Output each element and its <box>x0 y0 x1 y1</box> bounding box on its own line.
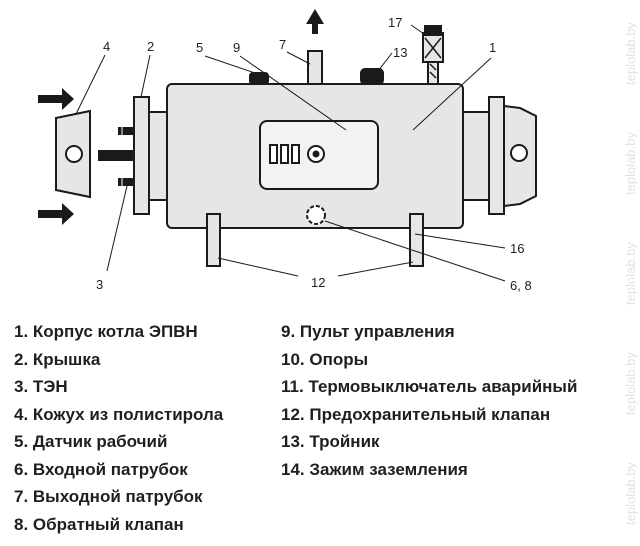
callout-13: 13 <box>393 45 407 60</box>
indicator-1 <box>269 144 278 164</box>
watermark-text: teplolab.by <box>623 462 638 525</box>
sensor-cap <box>249 72 269 85</box>
legend-item: 13. Тройник <box>281 432 380 451</box>
right-housing-hole <box>510 144 528 162</box>
boiler-diagram: 1 2 3 4 5 6, 8 7 9 12 13 16 17 <box>38 9 537 293</box>
callout-16: 16 <box>510 241 524 256</box>
legend-item: 2. Крышка <box>14 349 101 369</box>
callout-3: 3 <box>96 277 103 292</box>
legend-left: 1. Корпус котла ЭПВН 2. Крышка 3. ТЭН 4.… <box>14 318 276 538</box>
indicator-2 <box>280 144 289 164</box>
outlet-pipe <box>307 50 323 85</box>
watermark-text: teplolab.by <box>623 352 638 415</box>
legend-right: 9. Пульт управления 10. Опоры 11. Термов… <box>281 318 636 483</box>
arrow-in-top-icon <box>38 88 74 110</box>
callout-12: 12 <box>311 275 325 290</box>
callout-6-8: 6, 8 <box>510 278 532 293</box>
left-flange <box>133 96 150 215</box>
watermark-text: teplolab.by <box>623 132 638 195</box>
callout-7: 7 <box>279 37 286 52</box>
legend-item: 14. Зажим заземления <box>281 459 468 479</box>
clamp-neck <box>427 61 439 85</box>
inlet-fitting <box>306 205 326 225</box>
callout-1: 1 <box>489 40 496 55</box>
watermark-text: teplolab.by <box>623 22 638 85</box>
legend-item: 3. ТЭН <box>14 377 68 396</box>
watermark-text: teplolab.by <box>623 242 638 305</box>
right-neck <box>462 111 490 201</box>
clamp-top <box>424 25 442 36</box>
heating-element <box>98 150 134 161</box>
bolt-bottom <box>118 178 134 186</box>
legend-item: 1. Корпус котла ЭПВН <box>14 322 198 341</box>
legend-item: 8. Обратный клапан <box>14 514 184 534</box>
tee-cap <box>360 68 384 85</box>
callout-4: 4 <box>103 39 110 54</box>
legend-item: 9. Пульт управления <box>281 322 455 341</box>
arrow-out-icon <box>306 9 324 34</box>
callout-9: 9 <box>233 40 240 55</box>
legend-item: 6. Входной патрубок <box>14 459 188 479</box>
callout-17: 17 <box>388 15 402 30</box>
support-left <box>206 213 221 267</box>
support-right <box>409 213 424 267</box>
bolt-top <box>118 127 134 135</box>
right-flange <box>488 96 505 215</box>
legend-item: 11. Термовыключатель аварийный <box>281 377 578 396</box>
callout-2: 2 <box>147 39 154 54</box>
indicator-3 <box>291 144 300 164</box>
legend-item: 12. Предохранительный клапан <box>281 404 551 424</box>
callout-5: 5 <box>196 40 203 55</box>
legend-item: 5. Датчик рабочий <box>14 432 168 451</box>
left-neck <box>148 111 168 201</box>
arrow-in-bottom-icon <box>38 203 74 225</box>
legend-item: 10. Опоры <box>281 349 369 369</box>
watermark: teplolab.by teplolab.by teplolab.by tepl… <box>620 0 640 546</box>
legend-item: 7. Выходной патрубок <box>14 487 203 506</box>
left-housing-hole <box>65 145 83 163</box>
legend-item: 4. Кожух из полистирола <box>14 404 224 424</box>
